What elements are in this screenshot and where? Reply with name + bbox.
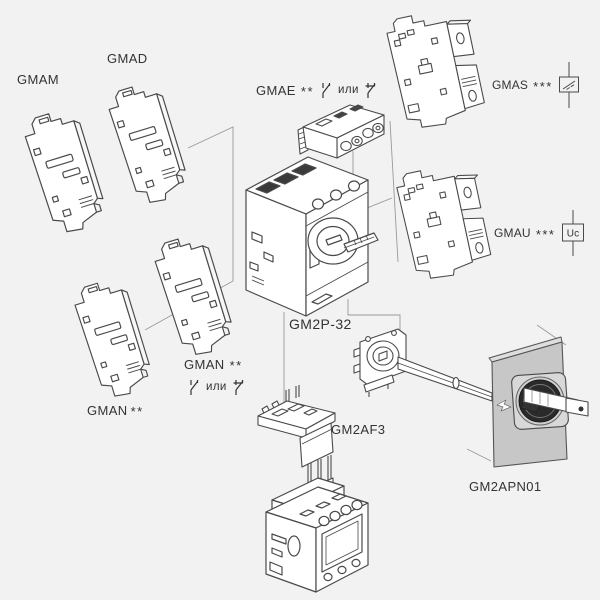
or-word: или [338,83,359,96]
panel-arrow-cutout [496,399,512,412]
gmas-stars: *** [533,78,553,94]
label-gmad: GMAD [107,52,148,65]
label-text: GM2APN01 [469,479,542,494]
label-gm2apn01: GM2APN01 [469,480,542,493]
no-contact-icon [322,83,331,98]
label-text: GMAE [256,83,296,98]
label-gm2p32: GM2P-32 [289,317,352,331]
label-text: GMAD [107,51,148,66]
label-text: GMAN [184,357,225,372]
no-contact-icon [190,380,199,395]
trip-contact-icon [558,62,579,108]
uc-box-text: Uc [566,229,579,240]
gmam-device-drawing [20,105,111,238]
label-gmas: GMAS *** [492,62,580,108]
gmau-device-drawing [394,158,498,284]
gman-upper-device-drawing [150,230,239,361]
label-gman-lower: GMAN ** [87,403,144,419]
label-text: GMAS [492,78,529,92]
gman-lower-stars: ** [130,404,144,419]
gmae-stars: ** [300,84,315,99]
breaker-device-drawing [245,156,379,317]
rotary-handle-drawing [511,372,589,430]
gman-contact-options: или [187,379,246,396]
gmas-device-drawing [384,3,492,133]
label-text: GM2AF3 [331,422,386,437]
gman-lower-device-drawing [70,275,157,402]
label-gm2af3: GM2AF3 [331,423,385,436]
gmae-device-drawing [297,104,385,159]
nc-contact-icon [365,83,376,98]
label-gmam: GMAM [17,73,59,86]
label-gman-upper: GMAN ** [184,357,243,373]
label-text: GMAN [87,403,128,418]
gmad-device-drawing [104,78,193,209]
label-text: GMAM [17,72,60,87]
gmau-stars: *** [535,226,556,242]
label-text: GM2P-32 [289,316,352,332]
label-gmae: GMAE ** или [256,82,378,99]
handle-mechanism-drawing [353,328,407,397]
contactor-drawing [265,477,369,593]
undervoltage-uc-icon: Uc [561,210,584,256]
or-word: или [206,380,227,393]
label-gmau: GMAU *** Uc [494,210,585,256]
label-text: GMAU [494,226,531,240]
gman-upper-stars: ** [229,358,243,373]
nc-contact-icon [233,380,244,395]
